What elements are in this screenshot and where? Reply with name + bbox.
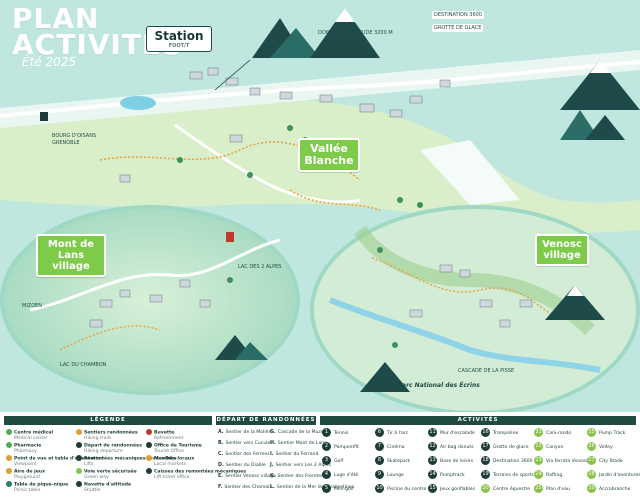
label-bourg: BOURG D'OISANS [52,133,97,139]
zone-venosc-line2: village [543,250,581,261]
map-area [0,8,640,415]
label-grotte: GROTTE DE GLACE [432,24,484,32]
trail-item: I.Sentier du Ferrand [270,452,319,457]
trail-item: K.Sentier des Fromtes [270,474,324,479]
trail-item: D.Sentier du Diable [218,463,266,468]
trail-item: J.Sentier vers Les 2 Alpes [270,463,331,468]
trail-item: E.Sentier Venosc village [218,474,276,479]
zone-venosc-label: Venosc village [535,234,589,266]
trail-item: G.Cascade de la Muzelle [270,430,329,435]
map-title-line1: PLAN [12,2,100,35]
legend-header-legende: LÉGENDE [4,416,212,425]
label-destination-3600: DESTINATION 3600 [432,11,485,19]
zone-mdl-line1: Mont de [47,239,95,250]
label-chambon: LAC DU CHAMBON [60,362,107,368]
zone-station-sub: FOOT/T [168,43,190,49]
trail-item: A.Sentier de la Molière [218,430,274,435]
label-lac-des-2-alpes: LAC DES 2 ALPES [238,264,282,270]
map-illustration [0,8,640,415]
zone-vallee-line2: Blanche [304,154,354,167]
legend-header-activites: ACTIVITÉS [320,416,636,425]
label-grenoble: GRENOBLE [52,140,80,146]
legend-panel [0,412,640,500]
trail-item: B.Sentier vers Cuculet [218,441,273,446]
zone-station-label: Station FOOT/T [146,26,212,52]
label-parc-national: Parc National des Écrins [398,382,480,389]
zone-vallee-blanche-label: Vallée Blanche [298,138,360,172]
zone-vallee-line1: Vallée [310,142,348,155]
season-label: Été 2025 [22,55,77,69]
zone-venosc-line1: Venosc [542,239,582,250]
label-cascade: CASCADE DE LA PISSE [458,368,515,374]
label-domaine: DOMAINE D'ALTITUDE 3200 M [318,30,393,36]
trail-item: C.Sentier des Fermes [218,452,270,457]
zone-mdl-line2: Lans village [52,250,90,272]
trail-item: L.Sentier de la Mer des Arollestines [270,485,355,490]
zone-mont-de-lans-label: Mont de Lans village [36,234,106,277]
trail-item: H.Sentier Mont de Lans [270,441,327,446]
zone-station-name: Station [154,29,204,43]
legend-header-randonnees: DÉPART DE RANDONNÉES [216,416,316,425]
label-mizoen: MIZOEN [22,303,43,309]
trail-item: F.Sentier des Chamois [218,485,272,490]
